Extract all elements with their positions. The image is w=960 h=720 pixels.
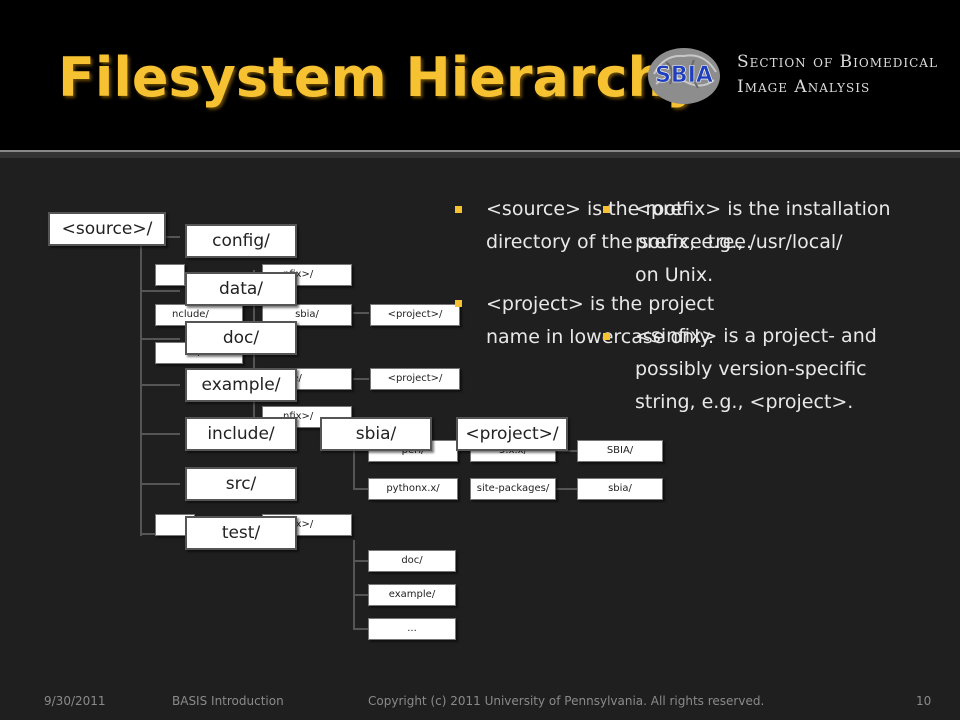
tree-line [140, 290, 180, 292]
tree-line [140, 338, 180, 340]
tree-node-project-hidden: <project>/ [370, 368, 460, 390]
tree-line [140, 384, 180, 386]
tree-line [555, 450, 577, 452]
bullet-icon [455, 300, 462, 307]
bullet-icon [455, 206, 462, 213]
tree-node-example-main: example/ [185, 368, 297, 402]
tree-node-project-hidden: <project>/ [370, 304, 460, 326]
tree-node-test: test/ [185, 516, 297, 550]
tree-line [353, 560, 369, 562]
bullet-icon [603, 333, 610, 340]
tree-line [353, 594, 369, 596]
tree-node-project-include: <project>/ [456, 417, 568, 451]
tree-line [140, 483, 180, 485]
tree-node-example: example/ [368, 584, 456, 606]
logo-line-2: Image Analysis [737, 77, 871, 97]
tree-node-include: include/ [185, 417, 297, 451]
tree-node-ellipsis: ... [368, 618, 456, 640]
tree-node-hidden [155, 264, 185, 286]
bullet-icon [603, 206, 610, 213]
tree-line [140, 433, 180, 435]
slide-title: Filesystem Hierarchy [58, 46, 702, 109]
slide-header: Filesystem Hierarchy SBIA Section of Bio… [0, 0, 960, 150]
tree-line [353, 312, 369, 314]
header-divider [0, 150, 960, 158]
tree-line [353, 488, 369, 490]
tree-node-source: <source>/ [48, 212, 166, 246]
tree-line [353, 378, 369, 380]
bullet-sinfix: <sinfix> is a project- and possibly vers… [635, 325, 877, 413]
tree-line [353, 430, 355, 490]
tree-node-data: data/ [185, 272, 297, 306]
footer-page-number: 10 [916, 694, 932, 708]
tree-node-sbia: sbia/ [577, 478, 663, 500]
tree-node-sbia-hidden: sbia/ [262, 304, 352, 326]
footer-date: 9/30/2011 [44, 694, 106, 708]
footer-course: BASIS Introduction [172, 694, 284, 708]
tree-node-sbia-include: sbia/ [320, 417, 432, 451]
bullet-project: <project> is the project name in lowerca… [486, 293, 715, 348]
footer-copyright: Copyright (c) 2011 University of Pennsyl… [368, 694, 765, 708]
tree-line [555, 488, 577, 490]
bullet-source: <source> is the root directory of the so… [486, 198, 753, 253]
logo-text: Section of Biomedical Image Analysis [737, 50, 938, 100]
tree-node-src: src/ [185, 467, 297, 501]
tree-line [353, 540, 355, 630]
logo-badge: SBIA [655, 63, 713, 88]
tree-node-site-packages: site-packages/ [470, 478, 556, 500]
bullet-prefix: <prefix> is the installation prefix, e.g… [635, 198, 891, 286]
brain-logo-icon: SBIA [648, 48, 720, 104]
tree-node-doc-main: doc/ [185, 321, 297, 355]
logo-line-1: Section of Biomedical [737, 52, 938, 72]
tree-node-config: config/ [185, 224, 297, 258]
tree-node-pythonxx: pythonx.x/ [368, 478, 458, 500]
tree-node-SBIA: SBIA/ [577, 440, 663, 462]
tree-line [140, 226, 142, 536]
tree-line [353, 628, 369, 630]
tree-node-doc: doc/ [368, 550, 456, 572]
